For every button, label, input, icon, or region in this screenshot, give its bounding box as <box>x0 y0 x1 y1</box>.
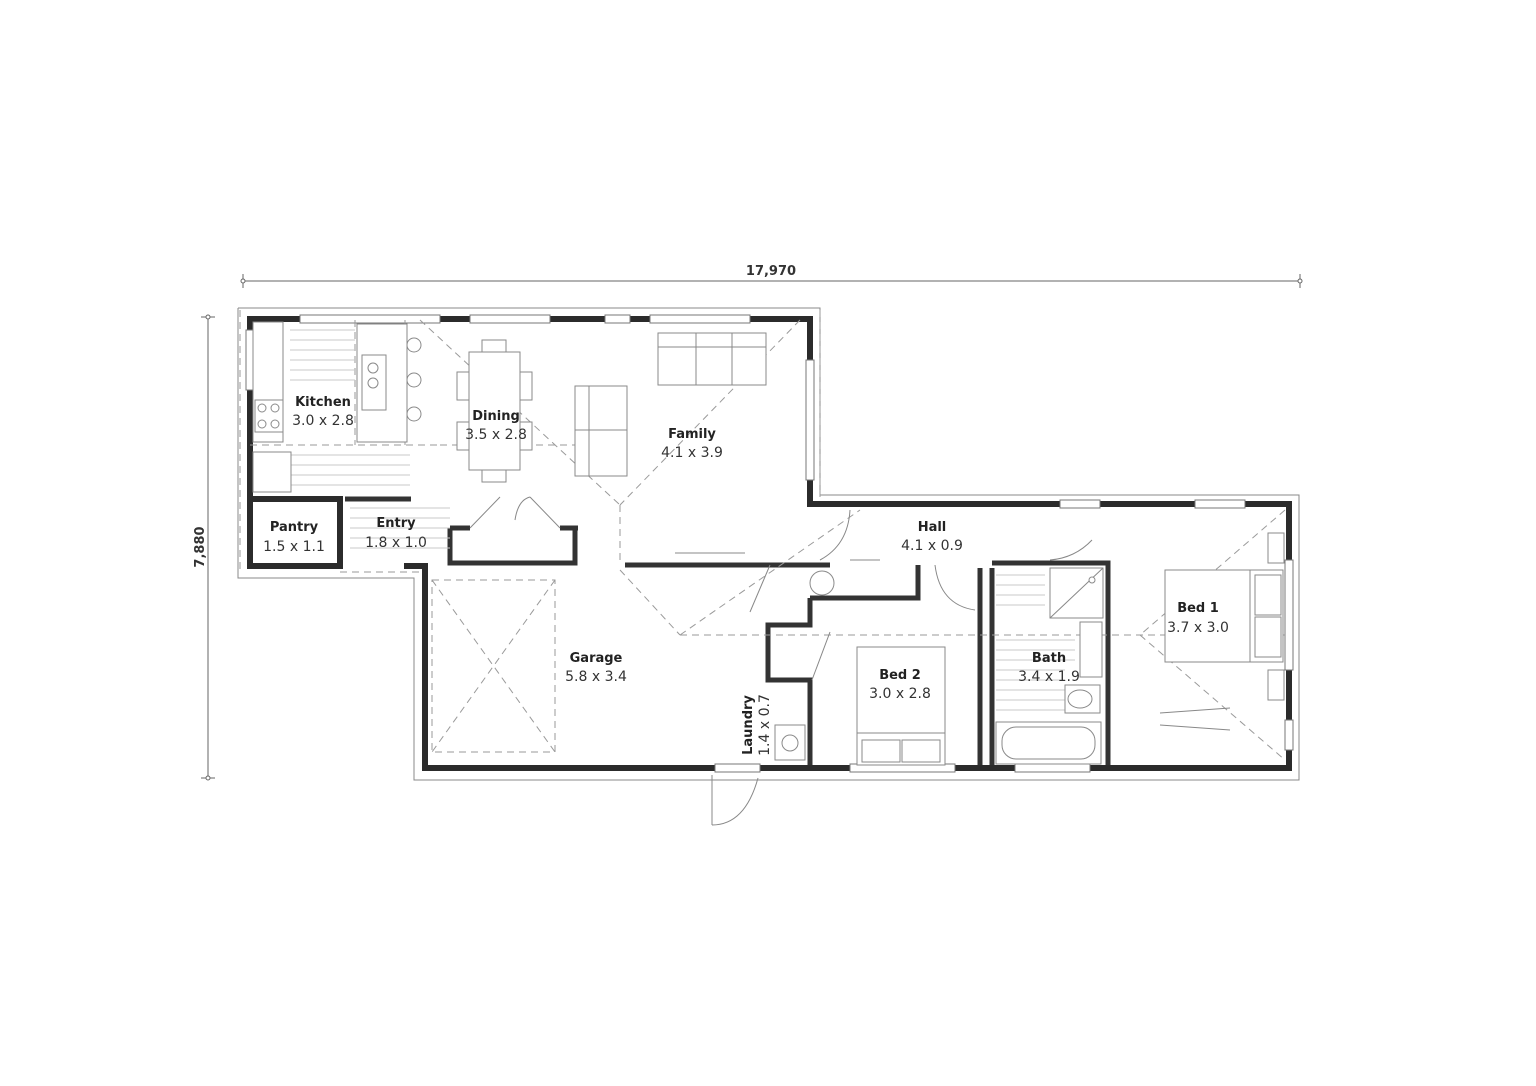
width-dimension-label: 17,970 <box>746 264 796 279</box>
room-name: Bath <box>1032 651 1066 666</box>
room-size: 4.1 x 0.9 <box>901 538 963 554</box>
room-size: 3.4 x 1.9 <box>1018 669 1080 685</box>
room-label-family: Family 4.1 x 3.9 <box>661 427 723 461</box>
room-name: Pantry <box>270 520 319 535</box>
room-name: Laundry <box>741 695 756 755</box>
doors <box>469 496 1231 826</box>
room-label-hall: Hall 4.1 x 0.9 <box>901 520 963 554</box>
room-label-laundry: Laundry 1.4 x 0.7 <box>741 694 773 756</box>
room-label-bed1: Bed 1 3.7 x 3.0 <box>1167 601 1229 636</box>
room-size: 5.8 x 3.4 <box>565 669 627 685</box>
room-label-bed2: Bed 2 3.0 x 2.8 <box>869 668 931 702</box>
room-name: Dining <box>472 409 520 424</box>
room-size: 4.1 x 3.9 <box>661 445 723 461</box>
garage-car-outline <box>431 579 556 753</box>
bath-fixtures <box>995 567 1104 765</box>
windows <box>245 314 1294 773</box>
bed2-furniture <box>856 646 946 766</box>
room-label-kitchen: Kitchen 3.0 x 2.8 <box>292 395 354 429</box>
room-label-pantry: Pantry 1.5 x 1.1 <box>263 520 325 555</box>
room-name: Bed 1 <box>1177 601 1219 616</box>
laundry-tub <box>774 724 806 761</box>
room-size: 1.4 x 0.7 <box>757 694 773 756</box>
kitchen-fixtures <box>252 321 450 549</box>
room-label-bath: Bath 3.4 x 1.9 <box>1018 651 1080 685</box>
room-label-entry: Entry 1.8 x 1.0 <box>365 516 427 551</box>
room-size: 3.5 x 2.8 <box>465 427 527 443</box>
room-label-dining: Dining 3.5 x 2.8 <box>465 409 527 443</box>
room-name: Garage <box>570 651 623 666</box>
height-dimension-label: 7,880 <box>193 526 208 567</box>
family-sofas <box>574 332 767 477</box>
room-size: 3.0 x 2.8 <box>292 413 354 429</box>
room-size: 3.0 x 2.8 <box>869 686 931 702</box>
bed1-furniture <box>1164 532 1285 701</box>
room-name: Family <box>668 427 716 442</box>
width-dimension: 17,970 <box>240 264 1303 288</box>
room-name: Hall <box>918 520 947 535</box>
dining-table <box>456 339 533 483</box>
room-name: Bed 2 <box>879 668 921 683</box>
room-size: 1.5 x 1.1 <box>263 539 325 555</box>
interior-walls <box>345 496 1111 765</box>
room-label-garage: Garage 5.8 x 3.4 <box>565 651 627 685</box>
room-size: 1.8 x 1.0 <box>365 535 427 551</box>
room-name: Kitchen <box>295 395 351 410</box>
room-size: 3.7 x 3.0 <box>1167 620 1229 636</box>
height-dimension: 7,880 <box>193 314 215 781</box>
room-name: Entry <box>376 516 416 531</box>
